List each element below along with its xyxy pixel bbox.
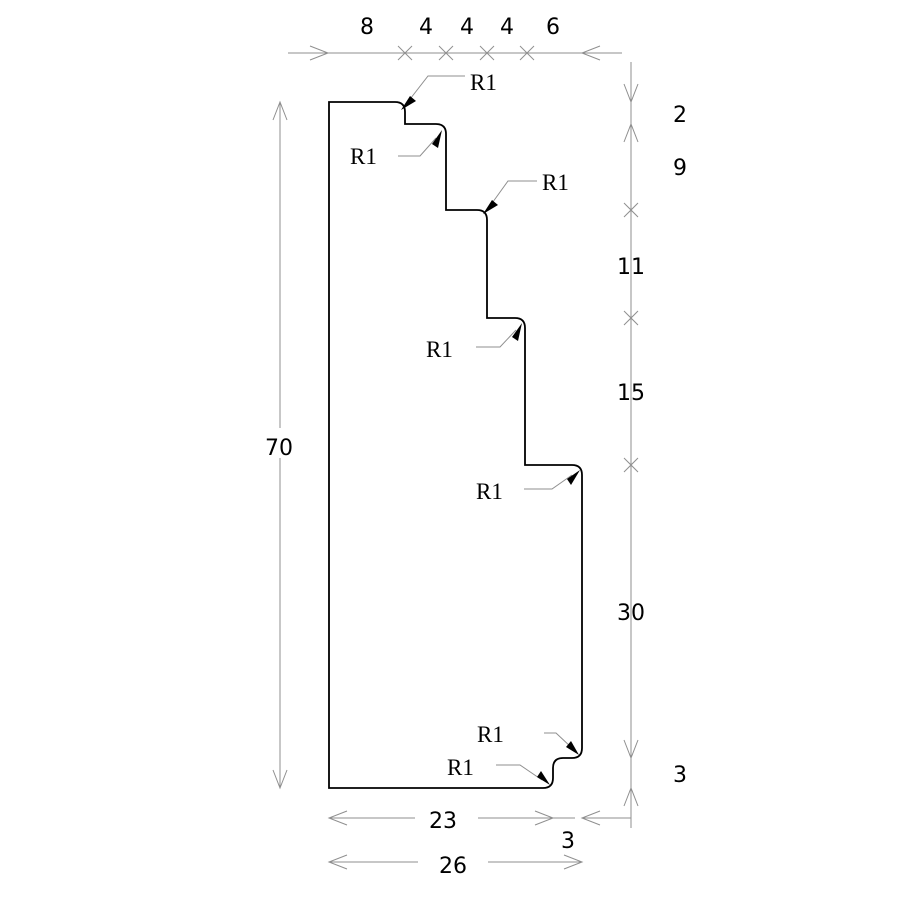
radius-label: R1 — [426, 337, 453, 362]
radius-leader: R1 — [447, 755, 550, 785]
right-dim-label: 2 — [673, 103, 687, 128]
arrow-down-icon — [623, 739, 639, 760]
bottom-width-dimension-3: 3 — [553, 810, 631, 854]
bottom-width-dimension-23: 23 — [327, 809, 555, 834]
leader-arrow-icon — [566, 741, 579, 755]
arrow-left-icon — [580, 810, 601, 826]
radius-leader: R1 — [350, 130, 442, 169]
right-dim-label: 11 — [617, 255, 645, 280]
bottom-dim-label: 26 — [439, 854, 467, 879]
leader-arrow-icon — [432, 130, 442, 148]
leader-arrow-icon — [483, 200, 498, 214]
leader-line — [476, 329, 517, 348]
right-dim-label: 15 — [617, 381, 645, 406]
top-dim-label: 4 — [419, 15, 433, 40]
left-height-dimension: 70 — [258, 100, 302, 790]
leader-line — [524, 474, 573, 490]
tick-mark-icon — [623, 457, 639, 473]
arrow-down-icon — [272, 769, 288, 790]
radius-label: R1 — [350, 144, 377, 169]
leader-line — [496, 764, 543, 781]
bottom-dim-label: 3 — [561, 829, 575, 854]
tick-mark-icon — [519, 45, 535, 61]
right-dim-label: 9 — [673, 156, 687, 181]
tick-mark-icon — [397, 45, 413, 61]
radius-leader: R1 — [401, 70, 497, 110]
radius-leader: R1 — [483, 170, 569, 214]
top-dim-label: 4 — [500, 15, 514, 40]
arrow-right-icon — [563, 854, 584, 870]
right-dimension-chain: 2 9 11 15 30 3 — [617, 62, 687, 828]
radius-leader: R1 — [477, 722, 579, 755]
right-dim-label: 3 — [673, 763, 687, 788]
top-dim-label: 6 — [546, 15, 560, 40]
arrow-up-icon — [272, 100, 288, 121]
leader-line — [398, 137, 437, 157]
arrow-right-icon — [309, 45, 330, 61]
part-profile-outline — [328, 101, 583, 789]
leader-arrow-icon — [567, 470, 580, 485]
bottom-width-dimension-26: 26 — [327, 854, 584, 879]
arrow-up-icon — [623, 786, 639, 807]
arrow-left-icon — [327, 854, 348, 870]
label-mask — [258, 428, 302, 458]
leader-line — [544, 732, 573, 749]
right-dim-label: 30 — [617, 601, 645, 626]
top-dim-label: 8 — [360, 15, 374, 40]
leader-line — [489, 180, 537, 207]
radius-label: R1 — [542, 170, 569, 195]
tick-mark-icon — [623, 310, 639, 326]
radius-label: R1 — [447, 755, 474, 780]
radius-leader: R1 — [476, 470, 580, 504]
radius-leader: R1 — [426, 323, 522, 362]
leader-line — [406, 75, 465, 104]
arrow-left-icon — [580, 45, 601, 61]
radius-label: R1 — [477, 722, 504, 747]
tick-mark-icon — [438, 45, 454, 61]
tick-mark-icon — [479, 45, 495, 61]
radius-label: R1 — [470, 70, 497, 95]
top-dim-label: 4 — [460, 15, 474, 40]
top-dimension-chain: 8 4 4 4 6 — [288, 15, 622, 61]
leader-arrow-icon — [537, 771, 550, 785]
arrow-up-icon — [623, 122, 639, 143]
bottom-dim-label: 23 — [429, 809, 457, 834]
leader-arrow-icon — [512, 323, 522, 341]
leader-arrow-icon — [401, 96, 416, 110]
arrow-down-icon — [623, 83, 639, 104]
tick-mark-icon — [623, 202, 639, 218]
radius-label: R1 — [476, 479, 503, 504]
arrow-left-icon — [327, 810, 348, 826]
left-dim-label: 70 — [265, 436, 293, 461]
